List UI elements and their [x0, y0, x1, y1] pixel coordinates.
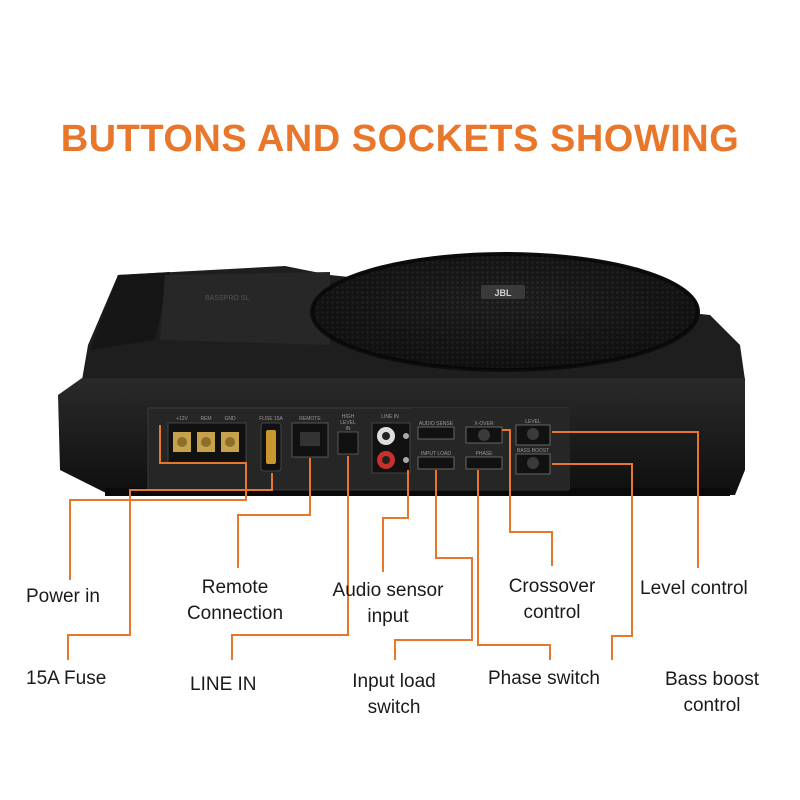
jbl-badge [481, 285, 525, 299]
page-title: BUTTONS AND SOCKETS SHOWING [60, 118, 740, 160]
label-crossover: Crossover control [484, 574, 620, 626]
control-panel [412, 408, 570, 490]
svg-text:AUDIO SENSE: AUDIO SENSE [419, 421, 454, 427]
label-15a-fuse: 15A Fuse [26, 668, 107, 689]
label-line-in: LINE IN [190, 674, 257, 695]
model-text: BASSPRO SL [205, 295, 249, 302]
label-bass-boost-line1: Bass boost [665, 669, 759, 690]
line-in-rca: LINE IN [371, 414, 411, 474]
svg-text:INPUT LOAD: INPUT LOAD [421, 451, 451, 457]
svg-text:IN: IN [346, 426, 351, 432]
leader-level [552, 431, 699, 568]
audio-sense-switch: AUDIO SENSE [417, 421, 455, 440]
device-left-chamfer [90, 272, 170, 350]
power-terminal-block: +12V REM GND [167, 416, 247, 464]
svg-text:GND: GND [224, 416, 236, 422]
leader-fuse [67, 473, 273, 660]
label-bass-boost: Bass boost control [646, 667, 778, 719]
label-audio-sensor: Audio sensor input [318, 578, 458, 630]
leader-line-in [231, 456, 349, 660]
svg-text:PHASE: PHASE [476, 451, 494, 457]
svg-text:REMOTE: REMOTE [299, 416, 321, 422]
svg-text:X-OVER: X-OVER [474, 421, 494, 427]
svg-text:LINE IN: LINE IN [381, 414, 399, 420]
leader-audio-sensor [382, 470, 409, 572]
leader-phase [477, 470, 551, 660]
label-remote-connection: Remote Connection [170, 575, 300, 627]
label-input-load-line2: switch [367, 697, 421, 718]
phase-switch: PHASE [465, 451, 503, 470]
brand-text: JBL [494, 288, 512, 298]
svg-text:HIGH: HIGH [342, 414, 355, 420]
label-phase-switch: Phase switch [488, 668, 600, 689]
label-audio-sensor-line2: input [367, 606, 409, 627]
leader-crossover [502, 429, 553, 566]
svg-text:LEVEL: LEVEL [525, 419, 541, 425]
device-bottom-edge [105, 488, 730, 496]
label-power-in: Power in [26, 586, 100, 607]
svg-text:LEVEL: LEVEL [340, 420, 356, 426]
leader-power-in [69, 425, 247, 580]
label-crossover-line2: control [523, 602, 581, 623]
level-knob: LEVEL [515, 419, 551, 446]
svg-text:FUSE 15A: FUSE 15A [259, 416, 283, 422]
fuse-holder: FUSE 15A [259, 416, 283, 472]
label-input-load: Input load switch [324, 669, 464, 721]
svg-text:BASS BOOST: BASS BOOST [517, 448, 549, 454]
leader-input-load [394, 470, 473, 660]
crossover-knob: X-OVER [465, 421, 503, 444]
label-bass-boost-line2: control [683, 695, 741, 716]
label-level-control: Level control [640, 578, 748, 599]
leader-remote [237, 458, 311, 568]
device-ridge [160, 272, 330, 345]
label-remote-line2: Connection [186, 603, 284, 624]
label-crossover-line1: Crossover [508, 576, 596, 597]
bass-boost-knob: BASS BOOST [515, 448, 551, 475]
high-level-input: HIGH LEVEL IN [337, 414, 359, 455]
svg-text:+12V: +12V [176, 416, 188, 422]
input-load-switch: INPUT LOAD [417, 451, 455, 470]
svg-text:REM: REM [200, 416, 211, 422]
leader-lines [67, 425, 699, 660]
leader-bass-boost [552, 463, 633, 660]
label-input-load-line1: Input load [352, 671, 436, 692]
label-remote-line1: Remote [201, 577, 269, 598]
remote-jack: REMOTE [291, 416, 329, 458]
label-audio-sensor-line1: Audio sensor [332, 580, 444, 601]
